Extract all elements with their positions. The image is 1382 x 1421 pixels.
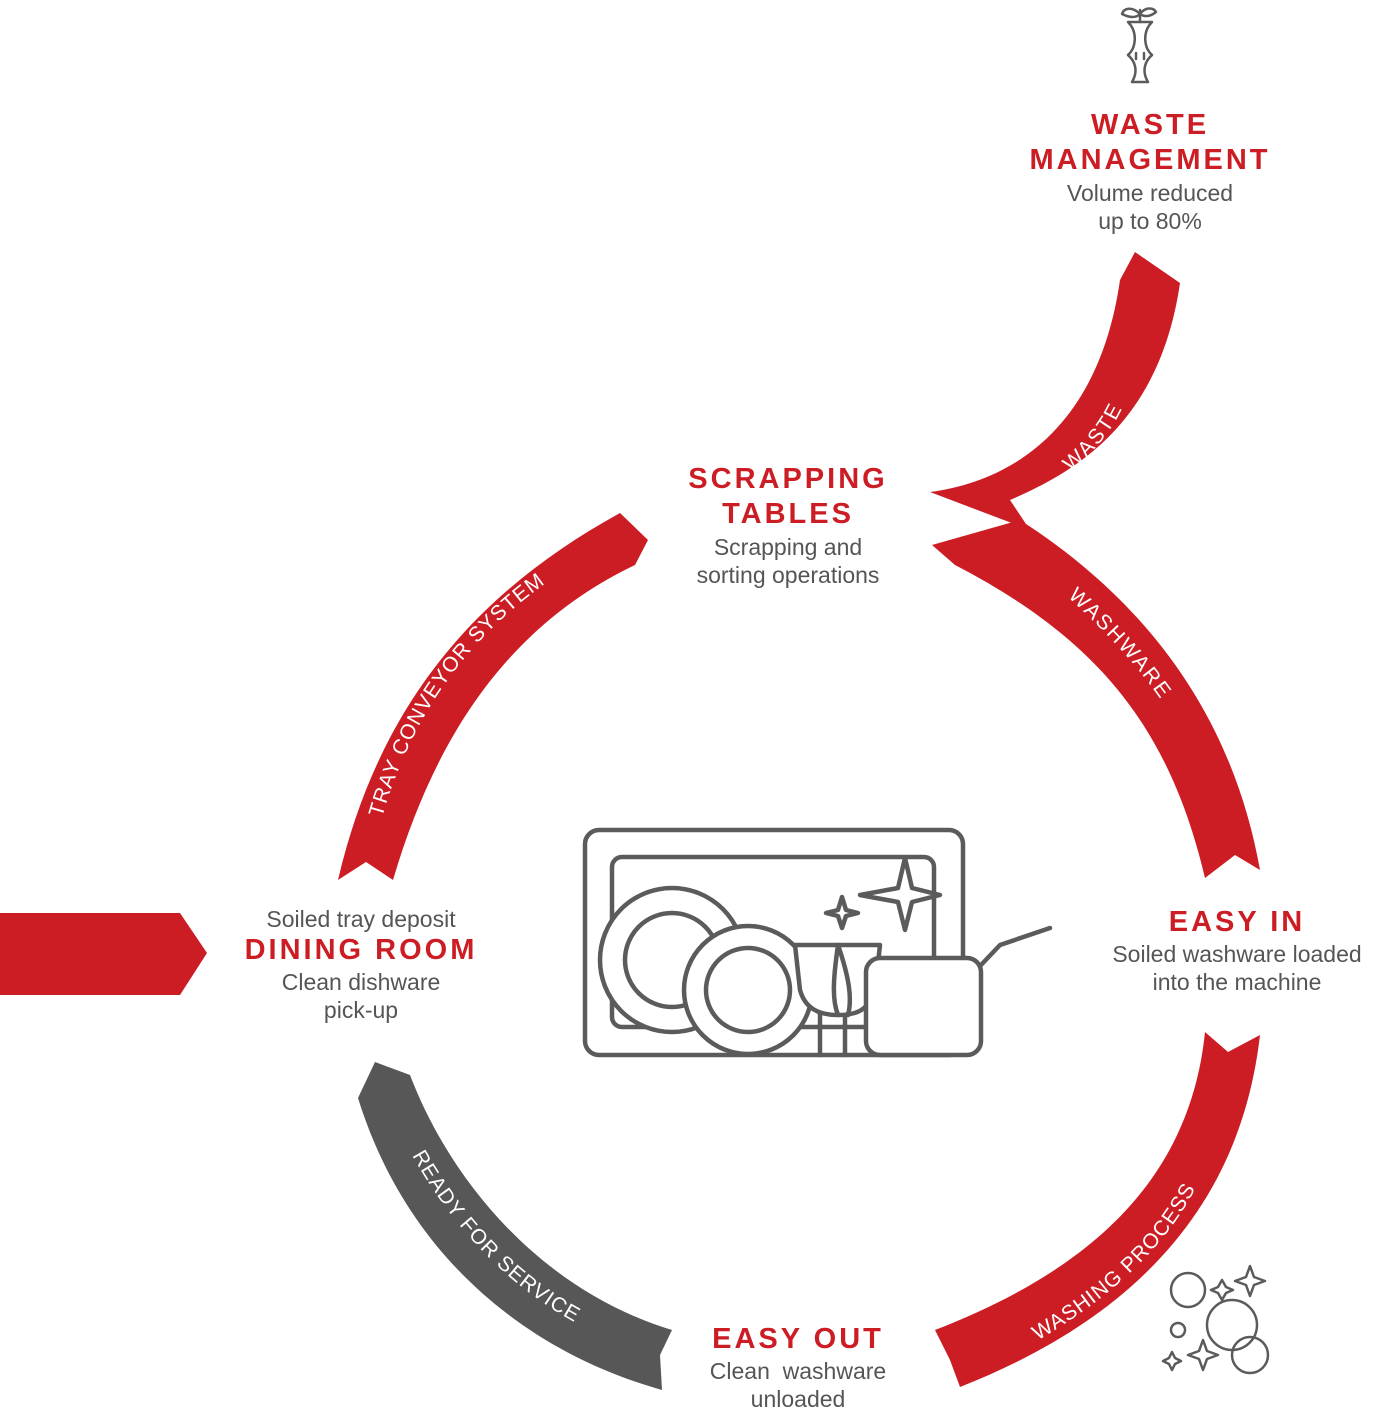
- waste-management-sub-2: up to 80%: [1000, 207, 1300, 235]
- dining-room-node: Soiled tray deposit DINING ROOM Clean di…: [211, 905, 511, 1025]
- easy-in-sub-2: into the machine: [1092, 968, 1382, 996]
- easy-in-title: EASY IN: [1092, 905, 1382, 940]
- easy-in-node: EASY IN Soiled washware loaded into the …: [1092, 905, 1382, 996]
- easy-in-sub-1: Soiled washware loaded: [1092, 940, 1382, 968]
- bubbles-sparkle-icon: [1163, 1266, 1268, 1373]
- scrapping-tables-title-1: SCRAPPING: [638, 462, 938, 497]
- easy-out-node: EASY OUT Clean washware unloaded: [648, 1322, 948, 1413]
- dish-rack-icon: [585, 830, 1050, 1055]
- washing-process-arrow: [935, 1032, 1260, 1387]
- dining-room-sub-1: Clean dishware: [211, 968, 511, 996]
- easy-out-title: EASY OUT: [648, 1322, 948, 1357]
- waste-management-node: WASTE MANAGEMENT Volume reduced up to 80…: [1000, 108, 1300, 235]
- waste-management-sub-1: Volume reduced: [1000, 179, 1300, 207]
- apple-core-icon: [1122, 9, 1156, 83]
- ready-for-service-arrow: [358, 1062, 672, 1390]
- dining-room-sub-2: pick-up: [211, 996, 511, 1024]
- scrapping-tables-sub-2: sorting operations: [638, 561, 938, 589]
- tray-conveyor-arrow: [338, 513, 648, 880]
- easy-out-sub-1: Clean washware: [648, 1357, 948, 1385]
- scrapping-tables-title-2: TABLES: [638, 497, 938, 532]
- scrapping-tables-node: SCRAPPING TABLES Scrapping and sorting o…: [638, 462, 938, 589]
- waste-management-title-1: WASTE: [1000, 108, 1300, 143]
- dining-room-pre: Soiled tray deposit: [211, 905, 511, 933]
- entry-arrow-icon: [0, 913, 207, 995]
- waste-management-title-2: MANAGEMENT: [1000, 143, 1300, 178]
- washware-arrow: [932, 520, 1260, 878]
- dining-room-title: DINING ROOM: [211, 933, 511, 968]
- scrapping-tables-sub-1: Scrapping and: [638, 533, 938, 561]
- waste-arrow: [930, 252, 1180, 530]
- easy-out-sub-2: unloaded: [648, 1385, 948, 1413]
